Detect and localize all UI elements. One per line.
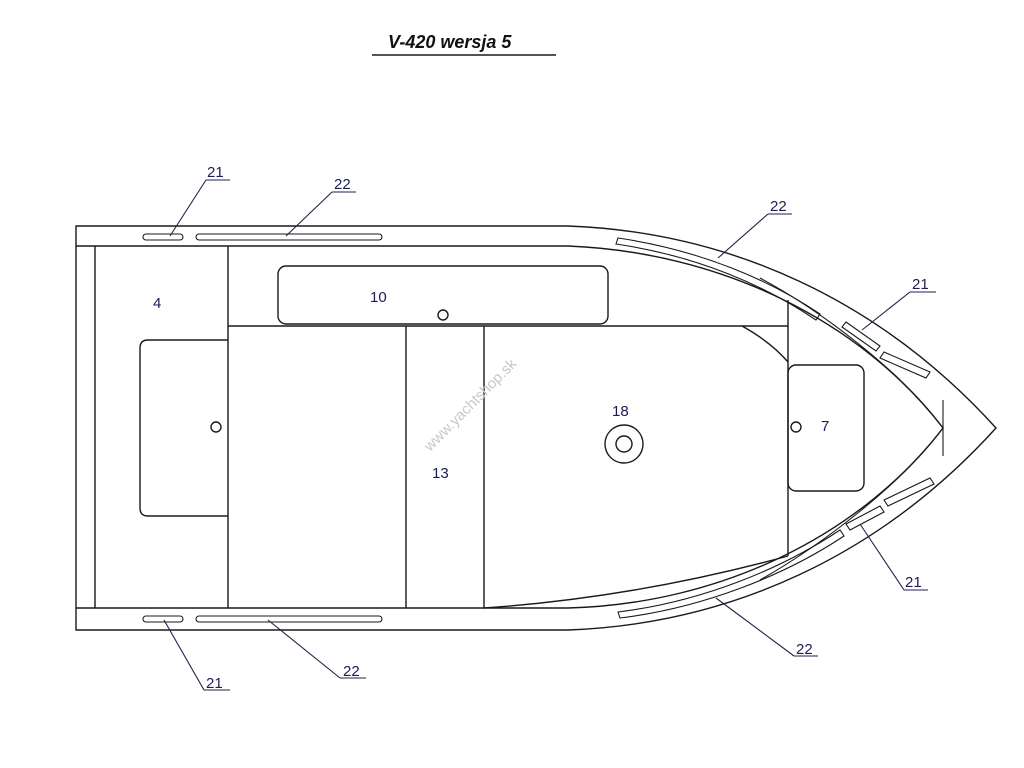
leader-22-top-left xyxy=(285,191,333,237)
leader-21-top-left xyxy=(169,179,207,237)
front-bench-hatch xyxy=(787,364,865,492)
top-bow-rail-slot-2 xyxy=(879,351,931,379)
drain-plug-outer xyxy=(604,424,644,464)
top-rear-cleat-slot xyxy=(142,233,184,241)
top-rub-rail-slot xyxy=(195,233,383,241)
label-21-top-left: 21 xyxy=(207,164,224,181)
side-locker-knob xyxy=(437,309,449,321)
label-10: 10 xyxy=(370,289,387,306)
leader-21-bottom-left xyxy=(163,619,205,691)
floor-area-outline xyxy=(483,555,789,609)
drawing-title: V-420 wersja 5 xyxy=(388,32,512,52)
bottom-rear-cleat-slot xyxy=(142,615,184,623)
top-bow-cleat-slot xyxy=(841,321,881,352)
label-21-bottom-left: 21 xyxy=(206,675,223,692)
label-4: 4 xyxy=(153,295,161,312)
leader-22-bottom-left xyxy=(267,619,341,679)
front-bench-hatch-knob xyxy=(790,421,802,433)
leader-22-bottom-right xyxy=(715,597,795,657)
label-22-top-left: 22 xyxy=(334,176,351,193)
label-22-bottom-right: 22 xyxy=(796,641,813,658)
rear-bench-hatch xyxy=(139,339,228,517)
bottom-bow-rail-slot xyxy=(617,529,845,619)
label-18: 18 xyxy=(612,403,629,420)
side-locker-box xyxy=(277,265,609,325)
rear-bench-hatch-knob xyxy=(210,421,222,433)
label-22-top-right: 22 xyxy=(770,198,787,215)
label-7: 7 xyxy=(821,418,829,435)
leader-21-bottom-right xyxy=(859,523,905,591)
label-22-bottom-left: 22 xyxy=(343,663,360,680)
label-21-top-right: 21 xyxy=(912,276,929,293)
watermark-text: www.yachtshop.sk xyxy=(420,355,520,455)
hull-outer-outline xyxy=(75,225,997,631)
bottom-bow-cleat-slot xyxy=(845,505,885,531)
bottom-bow-rail-slot-2 xyxy=(883,477,935,507)
gunwale-inner-line xyxy=(76,245,944,609)
bottom-rub-rail-slot xyxy=(195,615,383,623)
label-13: 13 xyxy=(432,465,449,482)
floor-upper-curve xyxy=(741,325,789,363)
leader-21-top-right xyxy=(861,291,911,331)
drain-plug-inner xyxy=(615,435,633,453)
top-bow-rail-slot xyxy=(615,237,821,321)
label-21-bottom-right: 21 xyxy=(905,574,922,591)
leader-22-top-right xyxy=(717,213,769,259)
